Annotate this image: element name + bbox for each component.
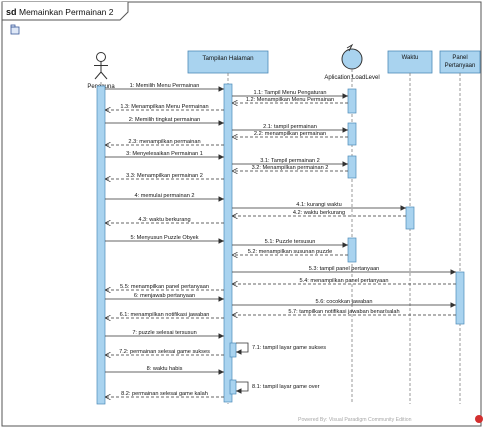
- message: 2.1: tampil permainan: [232, 124, 348, 133]
- message-label: 8: waktu habis: [147, 366, 183, 372]
- message-label: 2.3: menampilkan permainan: [128, 139, 200, 145]
- message-label: 1.1: Tampil Menu Pengaturan: [254, 90, 327, 96]
- message: 5.5: menampilkan panel pertanyaan: [105, 284, 224, 290]
- message: 5.4: menampilkan panel pertanyaan: [232, 278, 456, 284]
- message-label: 4: memulai permainan 2: [134, 193, 194, 199]
- message-label: 4.2: waktu berkurang: [293, 210, 345, 216]
- message-label: 8.2: permainan selesai game kalah: [121, 391, 208, 397]
- activation-bars: [96, 83, 465, 405]
- message-label: 7.2: permainan selesai game sukses: [119, 349, 210, 355]
- actor-figure-icon: [94, 52, 108, 80]
- message: 8.1: tampil layar game over: [236, 381, 320, 394]
- message-label: 5: Menyusun Puzzle Obyek: [130, 235, 198, 241]
- frame-title: Memainkan Permainan 2: [19, 7, 114, 17]
- message: 3.2: Menampilkan permainan 2: [232, 165, 348, 171]
- frame-keyword: sd: [6, 7, 17, 17]
- message: 2: Memilih tingkat permainan: [105, 117, 224, 126]
- message-arrow: [236, 342, 249, 355]
- message-label: 7.1: tampil layar game sukses: [252, 345, 326, 351]
- message-label: 2.1: tampil permainan: [263, 124, 317, 130]
- message: 4.1: kurangi waktu: [232, 202, 406, 211]
- message: 1.3: Menampilkan Menu Permainan: [105, 104, 224, 110]
- activation-actor: [96, 85, 106, 405]
- activation-control-1: [347, 88, 357, 114]
- message-label: 4.3: waktu berkurang: [138, 217, 190, 223]
- message-label: 5.3: tampil panel pertanyaan: [309, 266, 380, 272]
- message-label: 3.1: Tampil permainan 2: [260, 158, 320, 164]
- message: 7.2: permainan selesai game sukses: [105, 349, 224, 355]
- message: 4.3: waktu berkurang: [105, 217, 224, 223]
- watermark: Powered By: Visual Paradigm Community Ed…: [298, 415, 483, 423]
- message: 6: menjawab pertanyaan: [105, 293, 224, 302]
- activation-control-4: [347, 237, 357, 263]
- activation-control-2: [347, 122, 357, 146]
- lifeline-label-waktu: Waktu: [402, 55, 419, 61]
- lifeline-label-tampilan: Tampilan Halaman: [202, 55, 254, 62]
- message: 2.2: menampilkan permainan: [232, 131, 348, 137]
- message: 4: memulai permainan 2: [105, 193, 224, 202]
- message: 2.3: menampilkan permainan: [105, 139, 224, 145]
- activation-view-self-2: [229, 379, 237, 395]
- message-label: 5.2: menampilkan susunan puzzle: [248, 249, 333, 255]
- message: 5.2: menampilkan susunan puzzle: [232, 249, 348, 255]
- message-label: 3: Menyelesaikan Permainan 1: [126, 151, 203, 157]
- message-label: 2.2: menampilkan permainan: [254, 131, 326, 137]
- message: 5.1: Puzzle tersusun: [232, 239, 348, 248]
- message-label: 7: puzzle selesai tersusun: [132, 330, 196, 336]
- message-label: 1.2: Menampilkan Menu Permainan: [246, 97, 334, 103]
- message: 7: puzzle selesai tersusun: [105, 330, 224, 339]
- message: 7.1: tampil layar game sukses: [236, 342, 326, 355]
- activation-view: [223, 83, 233, 403]
- message-label: 3.3: Menampilkan permainan 2: [126, 173, 203, 179]
- message-label: 5.6: cocokkan jawaban: [316, 299, 373, 305]
- message-label: 5.7: tampilkan notifikasi jawaban benar/…: [288, 309, 399, 315]
- message: 3.1: Tampil permainan 2: [232, 158, 348, 167]
- message-label: 5.5: menampilkan panel pertanyaan: [120, 284, 209, 290]
- message: 5.7: tampilkan notifikasi jawaban benar/…: [232, 309, 456, 315]
- activation-panel: [455, 271, 465, 325]
- message: 1: Memilih Menu Permainan: [105, 83, 224, 92]
- visual-paradigm-logo-icon: [475, 415, 483, 423]
- message: 1.2: Menampilkan Menu Permainan: [232, 97, 348, 103]
- message-arrow: [236, 381, 249, 394]
- message-label: 6.1: menampilkan notifikasi jawaban: [120, 312, 210, 318]
- package-icon: [10, 24, 20, 35]
- message: 3: Menyelesaikan Permainan 1: [105, 151, 224, 160]
- message: 1.1: Tampil Menu Pengaturan: [232, 90, 348, 99]
- message-label: 4.1: kurangi waktu: [296, 202, 341, 208]
- message: 6.1: menampilkan notifikasi jawaban: [105, 312, 224, 318]
- lifeline-label-control: Aplication.LoadLevel: [324, 75, 379, 81]
- message: 4.2: waktu berkurang: [232, 210, 406, 216]
- activation-control-3: [347, 155, 357, 179]
- message-label: 3.2: Menampilkan permainan 2: [252, 165, 329, 171]
- message-label: 6: menjawab pertanyaan: [134, 293, 195, 299]
- activation-waktu: [405, 206, 415, 230]
- message: 8.2: permainan selesai game kalah: [105, 391, 224, 397]
- message-label: 5.4: menampilkan panel pertanyaan: [300, 278, 389, 284]
- message-label: 1: Memilih Menu Permainan: [130, 83, 200, 89]
- message-label: 1.3: Menampilkan Menu Permainan: [120, 104, 208, 110]
- message-label: 8.1: tampil layar game over: [252, 384, 320, 390]
- message-label: 5.1: Puzzle tersusun: [265, 239, 316, 245]
- messages: 1: Memilih Menu Permainan 1.1: Tampil Men…: [105, 83, 456, 397]
- message: 5.6: cocokkan jawaban: [232, 299, 456, 308]
- activation-view-self-1: [229, 342, 237, 358]
- message: 3.3: Menampilkan permainan 2: [105, 173, 224, 179]
- message: 5: Menyusun Puzzle Obyek: [105, 235, 224, 244]
- message: 5.3: tampil panel pertanyaan: [232, 266, 456, 275]
- message: 8: waktu habis: [105, 366, 224, 375]
- message-label: 2: Memilih tingkat permainan: [129, 117, 201, 123]
- watermark-text: Powered By: Visual Paradigm Community Ed…: [298, 417, 412, 423]
